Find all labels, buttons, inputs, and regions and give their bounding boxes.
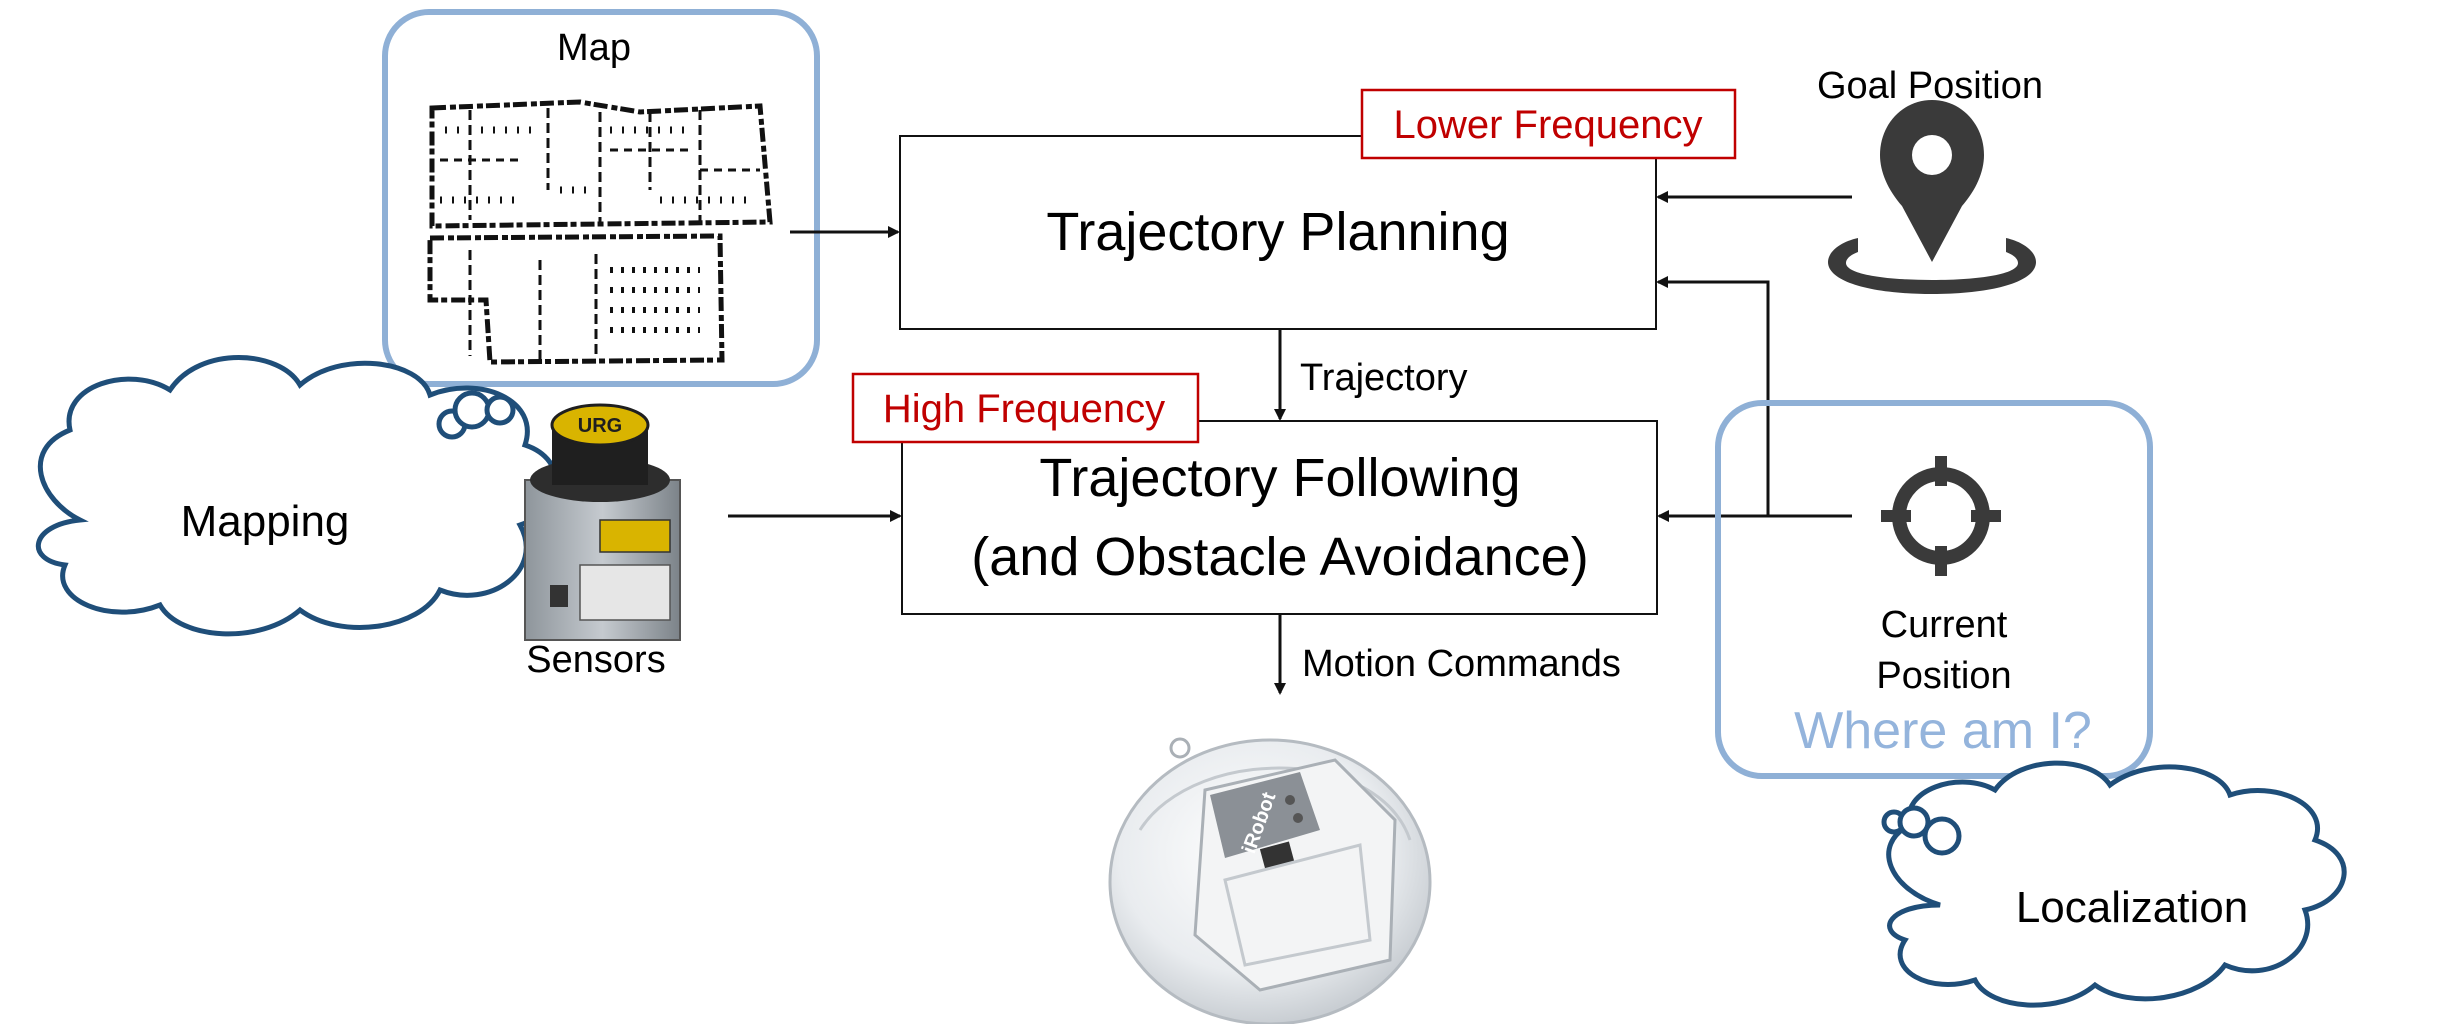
trajectory-following-title: Trajectory Following	[1039, 448, 1520, 508]
mapping-thought-bubble-medium	[452, 390, 492, 430]
sensors-label: Sensors	[526, 639, 665, 681]
mapping-thought-bubble-large	[484, 394, 516, 426]
trajectory-planning-box	[899, 135, 1657, 330]
trajectory-edge-label: Trajectory	[1300, 357, 1468, 399]
current-position-label-line1: Current	[1881, 604, 2008, 646]
high-frequency-label: High Frequency	[883, 387, 1165, 431]
trajectory-following-box	[901, 420, 1658, 615]
motion-commands-edge-label: Motion Commands	[1302, 643, 1621, 685]
high-frequency-tag	[851, 372, 1200, 444]
arrows	[728, 191, 1852, 695]
localization-cloud: Localization	[1881, 760, 2347, 1008]
localization-thought-bubble-large	[1922, 816, 1962, 856]
goal-position-label: Goal Position	[1817, 65, 2043, 107]
trajectory-following-subtitle: (and Obstacle Avoidance)	[971, 527, 1588, 587]
current-position-panel-border	[1715, 400, 2153, 779]
mapping-cloud-label: Mapping	[181, 497, 350, 546]
localization-cloud-shape	[1886, 760, 2347, 1008]
map-label: Map	[557, 27, 631, 69]
sensor-brand-text: URG	[578, 415, 622, 437]
crosshair-icon	[1881, 456, 2001, 576]
trajectory-planning-block: Trajectory Planning Lower Frequency	[899, 88, 1737, 330]
current-to-planning-arrow	[1656, 276, 1770, 516]
floor-plan-image	[427, 99, 773, 365]
localization-thought-bubble-medium	[1897, 805, 1931, 839]
location-pin-icon	[1828, 100, 2036, 294]
robot-image: iRobot	[1108, 737, 1432, 1024]
where-am-i-label: Where am I?	[1794, 702, 2092, 760]
localization-cloud-label: Localization	[2016, 883, 2248, 932]
lower-frequency-label: Lower Frequency	[1393, 103, 1702, 147]
goal-position: Goal Position	[1817, 65, 2043, 294]
trajectory-planning-title: Trajectory Planning	[1046, 202, 1509, 262]
lower-frequency-tag	[1360, 88, 1737, 160]
current-position-label-line2: Position	[1876, 655, 2011, 697]
mapping-cloud: Mapping	[35, 355, 559, 637]
sensor-device-image: URG	[524, 403, 681, 641]
current-position-panel: Current Position Where am I?	[1715, 400, 2153, 779]
map-panel: Map	[382, 9, 820, 387]
trajectory-following-block: Trajectory Following (and Obstacle Avoid…	[851, 372, 1658, 615]
